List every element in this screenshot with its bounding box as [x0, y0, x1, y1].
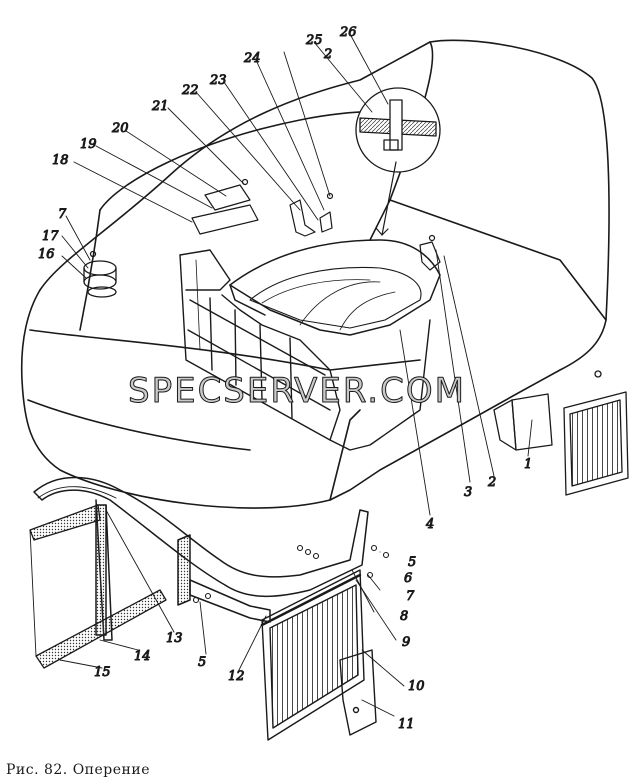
callout-5-right: 5 [408, 555, 416, 570]
rear-mud-flap [493, 370, 629, 496]
callout-23: 23 [209, 73, 227, 88]
callout-22: 22 [181, 83, 199, 98]
figure-caption: Рис. 82. Оперение [6, 762, 150, 778]
callout-labels: 1 2 2 3 4 5 5 6 7 7 8 9 10 11 12 13 14 1… [38, 25, 533, 733]
callout-17: 17 [42, 229, 59, 244]
hood-hinges [191, 178, 441, 271]
callout-3: 3 [464, 485, 472, 500]
callout-26: 26 [339, 25, 357, 40]
callout-13: 13 [166, 631, 183, 646]
callout-9: 9 [402, 635, 410, 650]
callout-24: 24 [243, 51, 261, 66]
callout-11: 11 [398, 717, 415, 732]
callout-18: 18 [52, 153, 69, 168]
callout-7-upper: 7 [58, 207, 67, 222]
detail-inset [355, 87, 441, 236]
leader-lines [59, 33, 533, 717]
callout-2-lower: 2 [487, 475, 496, 490]
mudflap-bracket [29, 504, 167, 669]
callout-19: 19 [80, 137, 97, 152]
headlamp [83, 250, 117, 298]
callout-15: 15 [94, 665, 111, 680]
fasteners [192, 544, 390, 604]
front-fender [33, 476, 369, 641]
callout-2-upper: 2 [323, 47, 332, 62]
radiator-grille-frame [179, 249, 431, 451]
callout-4: 4 [425, 517, 434, 532]
callout-6: 6 [404, 571, 412, 586]
mud-flap [260, 569, 377, 741]
callout-21: 21 [151, 99, 169, 114]
callout-25: 25 [305, 33, 323, 48]
callout-12: 12 [228, 669, 245, 684]
hood-hatch [229, 239, 441, 336]
watermark-text: SPECSERVER.COM [128, 371, 466, 411]
callout-8: 8 [400, 609, 408, 624]
callout-5-left: 5 [198, 655, 206, 670]
callout-20: 20 [111, 121, 129, 136]
callout-16: 16 [38, 247, 55, 262]
callout-10: 10 [408, 679, 425, 694]
callout-1: 1 [524, 457, 532, 472]
callout-7-lower: 7 [406, 589, 415, 604]
fender-assembly-drawing: SPECSERVER.COM 1 2 2 3 4 5 5 6 7 7 8 9 1… [20, 25, 629, 741]
callout-14: 14 [134, 649, 151, 664]
